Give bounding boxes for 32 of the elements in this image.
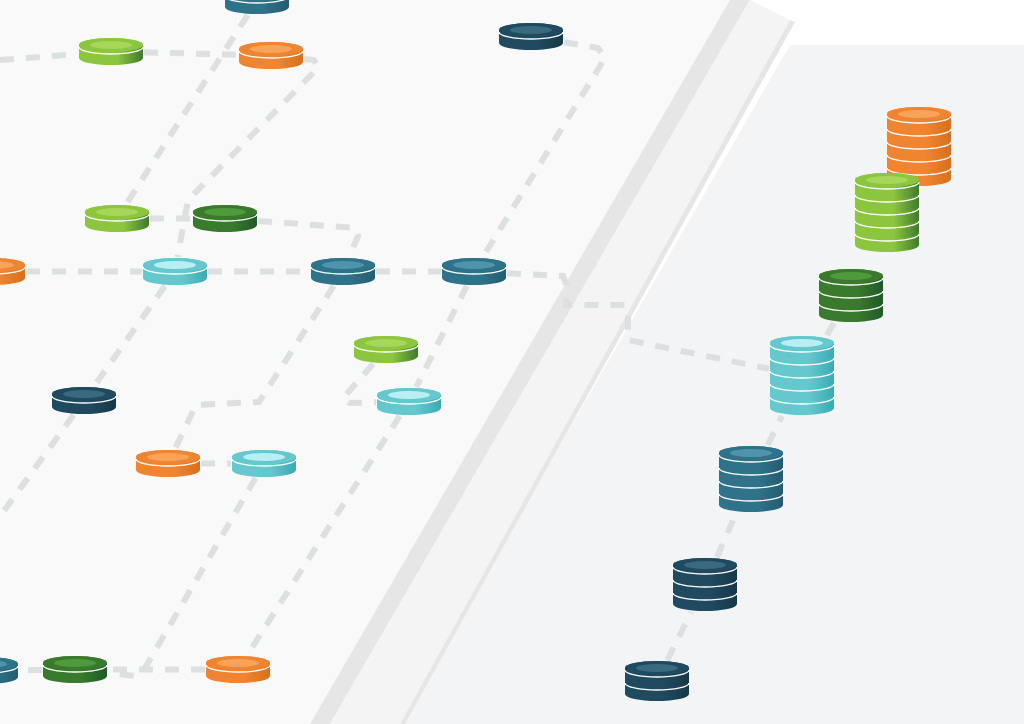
disc-stack-drawing bbox=[854, 172, 920, 253]
disc-token-icon bbox=[310, 257, 376, 286]
disc-token-icon bbox=[135, 449, 201, 478]
disc-token-icon bbox=[205, 655, 271, 684]
disc-stack-drawing bbox=[624, 660, 690, 702]
disc-stack-drawing bbox=[672, 557, 738, 612]
disc-token-icon bbox=[142, 257, 208, 286]
disc-token-icon bbox=[353, 335, 419, 364]
dashed-connector bbox=[765, 414, 785, 447]
dashed-connector bbox=[123, 13, 251, 206]
disc-token-icon bbox=[51, 386, 117, 415]
dashed-connector bbox=[506, 270, 770, 372]
dashed-connector bbox=[150, 215, 192, 222]
dashed-connector bbox=[201, 460, 231, 467]
dashed-connector bbox=[376, 268, 441, 275]
disc-stack-drawing bbox=[818, 268, 884, 323]
dashed-connector bbox=[143, 49, 239, 58]
dashed-connector bbox=[664, 610, 694, 662]
disc-stack-drawing bbox=[886, 106, 952, 187]
disc-stack-drawing bbox=[718, 445, 784, 513]
dashed-connector bbox=[824, 321, 837, 337]
disc-stack-drawing bbox=[769, 335, 835, 416]
disc-token-icon bbox=[78, 37, 144, 66]
disc-token-icon bbox=[231, 449, 297, 478]
disc-token-icon bbox=[498, 22, 564, 51]
disc-token-icon bbox=[192, 204, 258, 233]
disc-token-icon bbox=[376, 387, 442, 416]
dashed-connector bbox=[26, 268, 142, 275]
disc-token-icon bbox=[84, 204, 150, 233]
disc-token-icon bbox=[42, 655, 108, 684]
disc-token-icon bbox=[238, 41, 304, 70]
disc-token-icon bbox=[441, 257, 507, 286]
